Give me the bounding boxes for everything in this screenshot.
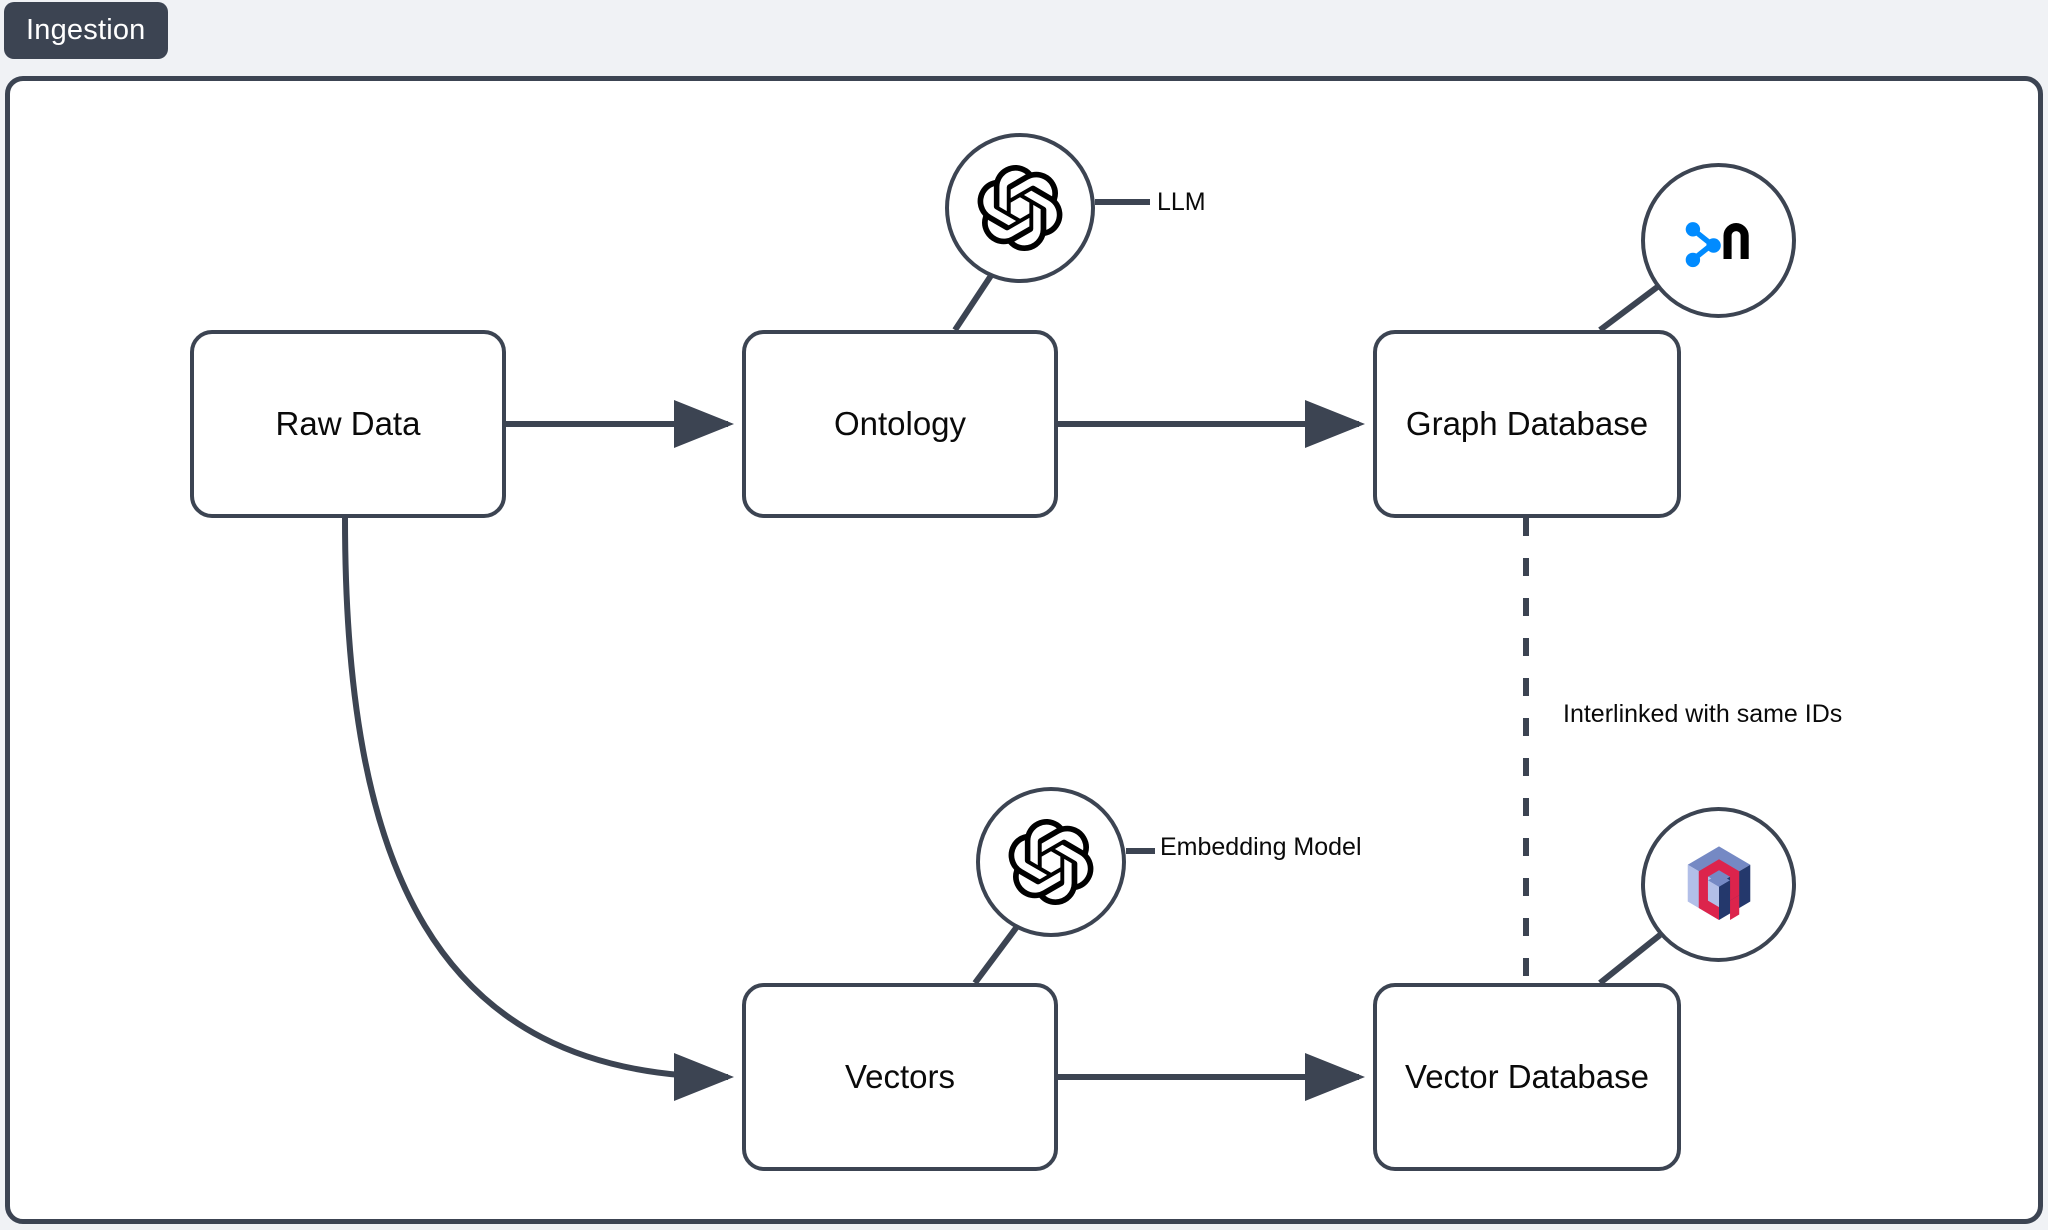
node-graph-database-label: Graph Database — [1405, 405, 1649, 442]
embedding-model-logo-bubble[interactable] — [976, 787, 1126, 937]
interlinked-edge-label: Interlinked with same IDs — [1563, 700, 1843, 728]
llm-label: LLM — [1157, 188, 1206, 216]
node-vectors-label: Vectors — [844, 1058, 956, 1095]
openai-logo-icon — [1008, 819, 1094, 905]
node-vector-database-label: Vector Database — [1405, 1058, 1649, 1095]
node-ontology[interactable]: Ontology — [742, 330, 1058, 518]
node-vector-database[interactable]: Vector Database — [1373, 983, 1681, 1171]
ingestion-badge[interactable]: Ingestion — [4, 2, 168, 59]
openai-logo-icon — [977, 165, 1063, 251]
node-vectors[interactable]: Vectors — [742, 983, 1058, 1171]
neo4j-logo-bubble[interactable] — [1641, 163, 1796, 318]
embedding-model-label: Embedding Model — [1160, 833, 1362, 861]
ingestion-badge-label: Ingestion — [26, 14, 146, 46]
node-graph-database[interactable]: Graph Database — [1373, 330, 1681, 518]
neo4j-logo-icon — [1685, 221, 1749, 267]
qdrant-logo-icon — [1687, 845, 1750, 920]
node-raw-data[interactable]: Raw Data — [190, 330, 506, 518]
qdrant-logo-bubble[interactable] — [1641, 807, 1796, 962]
node-ontology-label: Ontology — [833, 405, 967, 442]
llm-logo-bubble[interactable] — [945, 133, 1095, 283]
node-raw-data-label: Raw Data — [275, 405, 421, 442]
